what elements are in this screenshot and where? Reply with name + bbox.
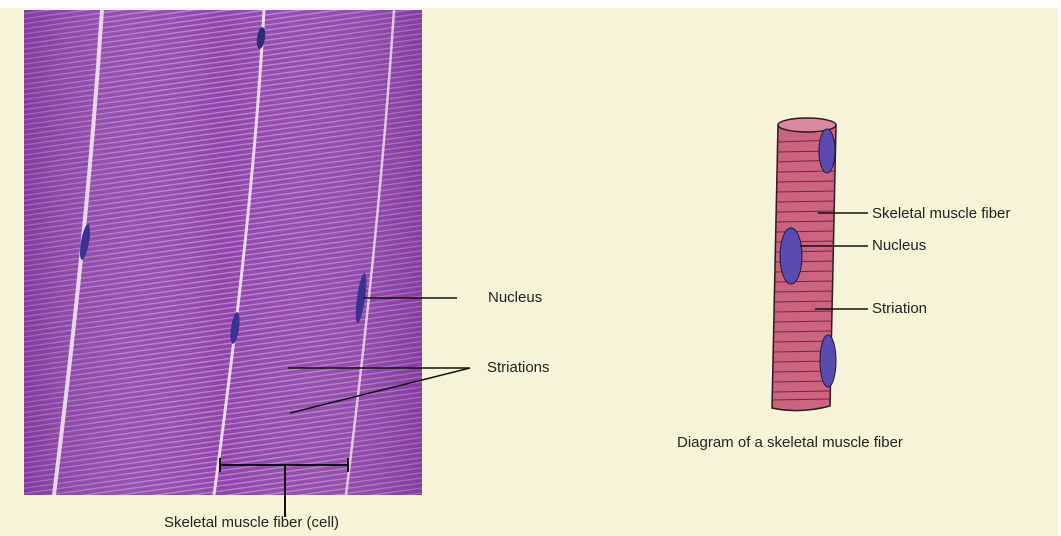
striations-pointer-line-2 xyxy=(290,368,470,413)
fiber-width-bracket xyxy=(220,458,348,517)
diagram-nucleus-label: Nucleus xyxy=(872,237,926,254)
diagram-nucleus-top xyxy=(819,129,835,173)
diagram-caption: Diagram of a skeletal muscle fiber xyxy=(677,434,903,451)
diagram-fiber-label: Skeletal muscle fiber xyxy=(872,205,1010,222)
fiber-cell-label: Skeletal muscle fiber (cell) xyxy=(164,514,339,531)
muscle-fiber-diagram xyxy=(772,118,836,411)
nucleus-label: Nucleus xyxy=(488,289,542,306)
diagram-nucleus-bottom xyxy=(820,335,836,387)
diagram-nucleus-middle xyxy=(780,228,802,284)
striations-label: Striations xyxy=(487,359,550,376)
diagram-striation-label: Striation xyxy=(872,300,927,317)
